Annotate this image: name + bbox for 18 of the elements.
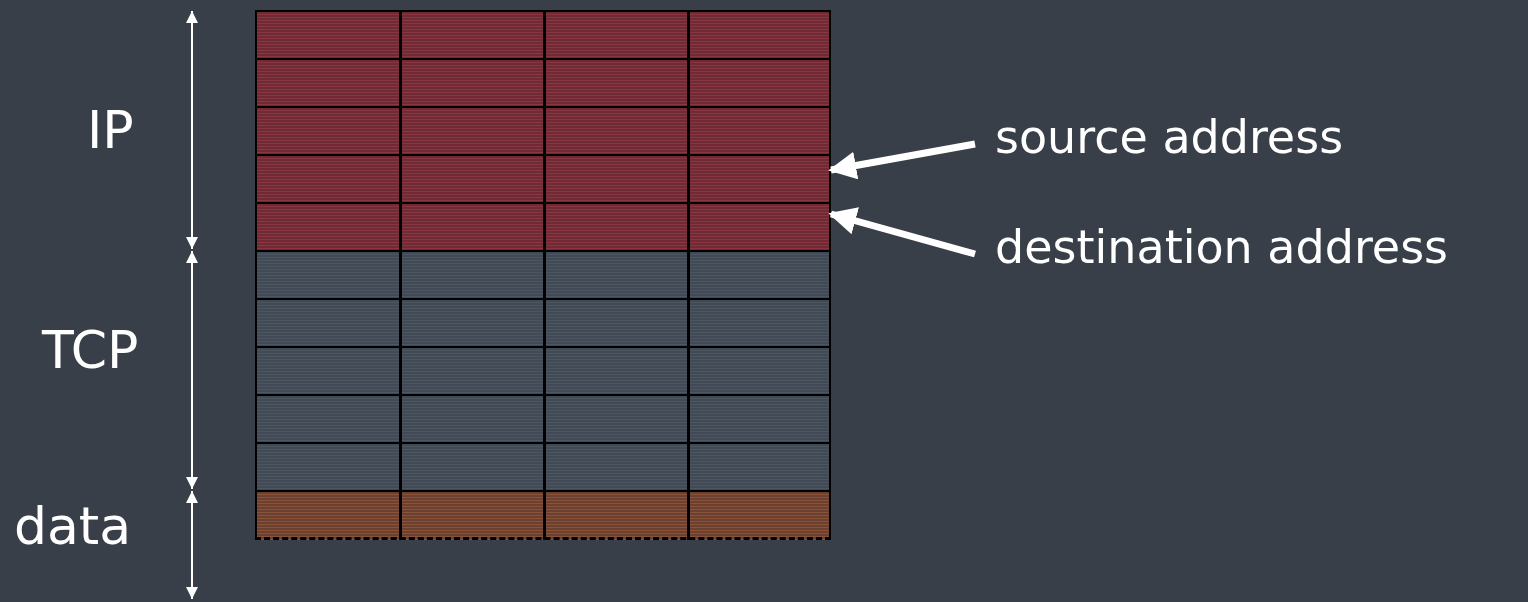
ip-header-row — [255, 106, 831, 154]
tcp-header-row — [255, 346, 831, 394]
tcp-header-row — [255, 442, 831, 490]
tcp-header-row — [255, 394, 831, 442]
callout-text: destination address — [995, 224, 1449, 270]
callout-text: source address — [995, 114, 1344, 160]
section-label: TCP — [42, 324, 139, 376]
ip-header-row — [255, 154, 831, 202]
ip-header-row — [255, 58, 831, 106]
tcp-header-row — [255, 250, 831, 298]
leader-arrow — [828, 140, 976, 180]
ip-header-row — [255, 10, 831, 58]
section-label: data — [14, 500, 132, 552]
leader-arrow — [828, 207, 976, 258]
tcp-header-row — [255, 298, 831, 346]
ip-header-row — [255, 202, 831, 250]
data-row — [255, 490, 831, 540]
section-label: IP — [87, 104, 134, 156]
